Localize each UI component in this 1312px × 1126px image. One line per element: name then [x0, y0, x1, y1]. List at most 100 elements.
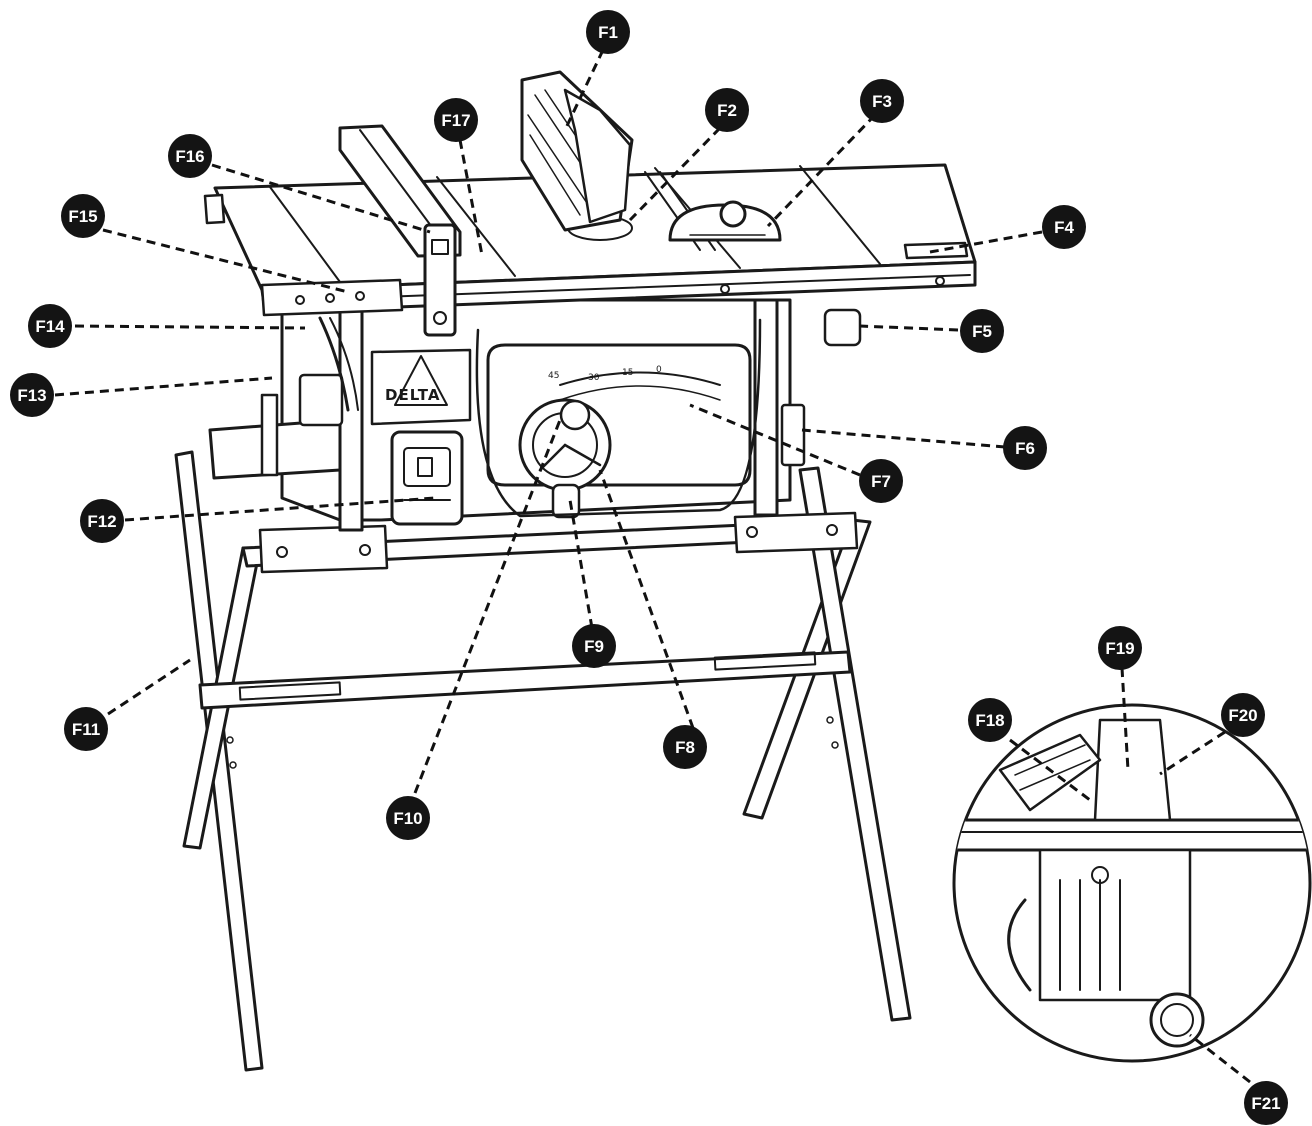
callout-label: F3: [872, 92, 892, 111]
callout-label: F19: [1105, 639, 1134, 658]
inset-detail: [952, 703, 1312, 1063]
callout-badge-circle: [1003, 426, 1047, 470]
miter-gauge-storage: [298, 373, 344, 427]
callout-f9: F9: [572, 624, 616, 668]
callout-badge-circle: [10, 373, 54, 417]
callout-f8: F8: [663, 725, 707, 769]
callout-label: F2: [717, 101, 737, 120]
callout-label: F1: [598, 23, 618, 42]
callout-badge-circle: [434, 98, 478, 142]
inset-riving-knife: [1093, 718, 1172, 822]
stand-crossbar: [198, 650, 852, 710]
callout-label: F16: [175, 147, 204, 166]
callout-label: F20: [1228, 706, 1257, 725]
callout-badge-circle: [28, 304, 72, 348]
safety-key[interactable]: [823, 308, 862, 347]
delta-triangle: [394, 355, 448, 406]
callout-f13: F13: [10, 373, 54, 417]
callout-label: F9: [584, 637, 604, 656]
callout-label: F4: [1054, 218, 1074, 237]
callout-f16: F16: [168, 134, 212, 178]
callout-label: F21: [1251, 1094, 1280, 1113]
callout-badge-circle: [1098, 626, 1142, 670]
right-post: [753, 298, 779, 517]
rip-fence-lock-handle[interactable]: [423, 223, 457, 337]
saw-body: DELTA 45 30 15 0: [208, 298, 792, 532]
callout-badge-circle: [1221, 693, 1265, 737]
callout-badge-circle: [860, 79, 904, 123]
callout-label: F7: [871, 472, 891, 491]
callout-badge-circle: [80, 499, 124, 543]
inset-motor-housing: [1038, 848, 1192, 1002]
callout-f4: F4: [1042, 205, 1086, 249]
miter-gauge: [668, 200, 782, 242]
callout-badge-circle: [705, 88, 749, 132]
delta-logo-text: DELTA: [385, 386, 440, 404]
callout-f15: F15: [61, 194, 105, 238]
stand-mount-right: [733, 511, 859, 554]
rip-fence: [338, 124, 462, 337]
callout-f2: F2: [705, 88, 749, 132]
stand-leg-right-rear: [798, 466, 912, 1022]
callout-f19: F19: [1098, 626, 1142, 670]
svg-text:30: 30: [588, 373, 600, 383]
callout-label: F13: [17, 386, 46, 405]
callout-f14: F14: [28, 304, 72, 348]
callout-badge-circle: [586, 10, 630, 54]
callout-label: F17: [441, 111, 470, 130]
bevel-lock-lever[interactable]: [551, 483, 581, 519]
callout-badge-circle: [64, 707, 108, 751]
svg-text:0: 0: [656, 365, 662, 375]
left-extension-end: [203, 193, 226, 225]
callout-badge-circle: [572, 624, 616, 668]
inset-knob[interactable]: [1149, 992, 1205, 1048]
miter-gauge-knob[interactable]: [719, 200, 747, 228]
callout-f18: F18: [968, 698, 1012, 742]
inset-hook: [1007, 898, 1032, 992]
push-stick-storage: [260, 393, 279, 477]
callout-badge-circle: [663, 725, 707, 769]
callout-label: F8: [675, 738, 695, 757]
callout-label: F6: [1015, 439, 1035, 458]
left-post: [338, 298, 364, 532]
callout-badge-circle: [960, 309, 1004, 353]
bevel-scale-arc: [559, 371, 721, 386]
callout-f5: F5: [960, 309, 1004, 353]
callout-badge-circle: [61, 194, 105, 238]
callout-f3: F3: [860, 79, 904, 123]
callout-badge-circle: [859, 459, 903, 503]
callout-f7: F7: [859, 459, 903, 503]
svg-text:15: 15: [622, 368, 633, 378]
inset-rail: [954, 818, 1310, 852]
folding-stand: [174, 450, 912, 1072]
callout-label: F12: [87, 512, 116, 531]
callout-label: F14: [35, 317, 65, 336]
callout-label: F15: [68, 207, 97, 226]
callout-f10: F10: [386, 796, 430, 840]
callout-f12: F12: [80, 499, 124, 543]
fence-storage-clip: [780, 403, 806, 467]
blade-guard-assembly: [520, 70, 634, 232]
callout-f6: F6: [1003, 426, 1047, 470]
callout-badge-circle: [168, 134, 212, 178]
callout-f21: F21: [1244, 1081, 1288, 1125]
callout-label: F11: [72, 720, 100, 739]
stand-leg-left-front: [174, 450, 264, 1072]
callout-f17: F17: [434, 98, 478, 142]
callout-badge-circle: [968, 698, 1012, 742]
bevel-lock-knob[interactable]: [559, 399, 591, 431]
svg-text:45: 45: [548, 371, 559, 381]
blade-guard-storage: [318, 316, 350, 412]
callout-label: F18: [975, 711, 1004, 730]
callout-label: F10: [393, 809, 422, 828]
leader-lines: [54, 49, 1251, 1084]
callout-f11: F11: [64, 707, 108, 751]
callout-f1: F1: [586, 10, 630, 54]
callout-label: F5: [972, 322, 992, 341]
callout-badge-circle: [386, 796, 430, 840]
callout-badge-circle: [1042, 205, 1086, 249]
callout-f20: F20: [1221, 693, 1265, 737]
